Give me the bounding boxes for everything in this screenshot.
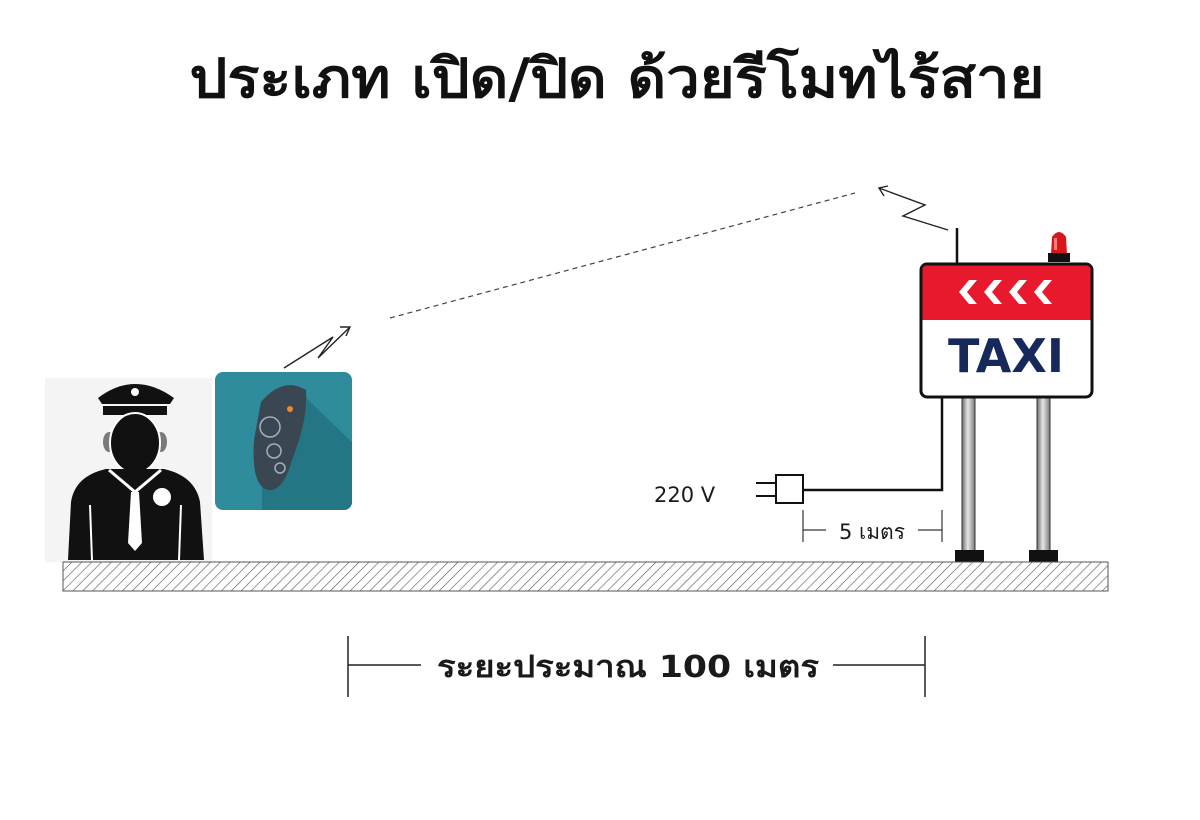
guard-arm-line-left bbox=[89, 504, 93, 561]
sign-chevron bbox=[984, 280, 1002, 304]
warning-light-base bbox=[1048, 253, 1070, 262]
power-plug-icon bbox=[756, 474, 804, 504]
guard-arm-line-right bbox=[178, 504, 182, 561]
page-title: ประเภท เปิด/ปิด ด้วยรีโมทไร้สาย bbox=[190, 47, 1045, 110]
signal-in-icon bbox=[877, 185, 949, 231]
security-guard-icon bbox=[45, 378, 212, 562]
remote-led bbox=[287, 406, 293, 412]
remote-tile-shadow bbox=[262, 392, 352, 510]
remote-control-icon bbox=[215, 372, 352, 510]
cable-length-label: 5 เมตร bbox=[839, 520, 905, 544]
sign-chevron bbox=[1009, 280, 1027, 304]
signal-out-zigzag bbox=[283, 327, 350, 369]
signal-in-arrowhead bbox=[877, 185, 889, 197]
power-voltage-label: 220 V bbox=[654, 483, 716, 507]
sign-banner bbox=[922, 265, 1091, 320]
sign-foot-left bbox=[955, 550, 984, 562]
signal-path-dashed bbox=[389, 192, 856, 319]
sign-poles-left bbox=[961, 395, 976, 553]
warning-light-highlight bbox=[1054, 238, 1057, 250]
sign-text: TAXI bbox=[948, 329, 1064, 383]
ground-hatch bbox=[62, 561, 1109, 592]
guard-chest-badge bbox=[153, 488, 171, 506]
remote-body bbox=[253, 385, 307, 491]
distance-dimension: ระยะประมาณ 100 เมตร bbox=[347, 636, 926, 697]
remote-button-medium bbox=[266, 443, 282, 459]
sign-chevrons bbox=[959, 280, 1052, 304]
signal-out-icon bbox=[283, 326, 352, 369]
guard-cap-badge bbox=[131, 388, 139, 396]
guard-tie bbox=[128, 492, 142, 551]
distance-label: ระยะประมาณ 100 เมตร bbox=[437, 650, 819, 685]
guard-cap-band bbox=[103, 406, 167, 415]
warning-light-dome bbox=[1051, 232, 1067, 254]
remote-button-large bbox=[259, 416, 281, 438]
taxi-sign: TAXI bbox=[919, 228, 1094, 562]
sign-foot-right bbox=[1029, 550, 1058, 562]
sign-chevron bbox=[959, 280, 977, 304]
remote-button-small bbox=[274, 462, 286, 474]
signal-in-zigzag bbox=[878, 187, 949, 231]
ground bbox=[62, 561, 1109, 592]
power-cable bbox=[803, 397, 944, 492]
sign-poles-right bbox=[1036, 395, 1051, 553]
signal-out-arrowhead bbox=[340, 326, 352, 337]
warning-light-icon bbox=[1048, 232, 1070, 262]
sign-chevron bbox=[1034, 280, 1052, 304]
plug-body bbox=[775, 474, 804, 504]
guard-head bbox=[109, 412, 161, 474]
cable-length-dimension: 5 เมตร bbox=[802, 510, 943, 544]
